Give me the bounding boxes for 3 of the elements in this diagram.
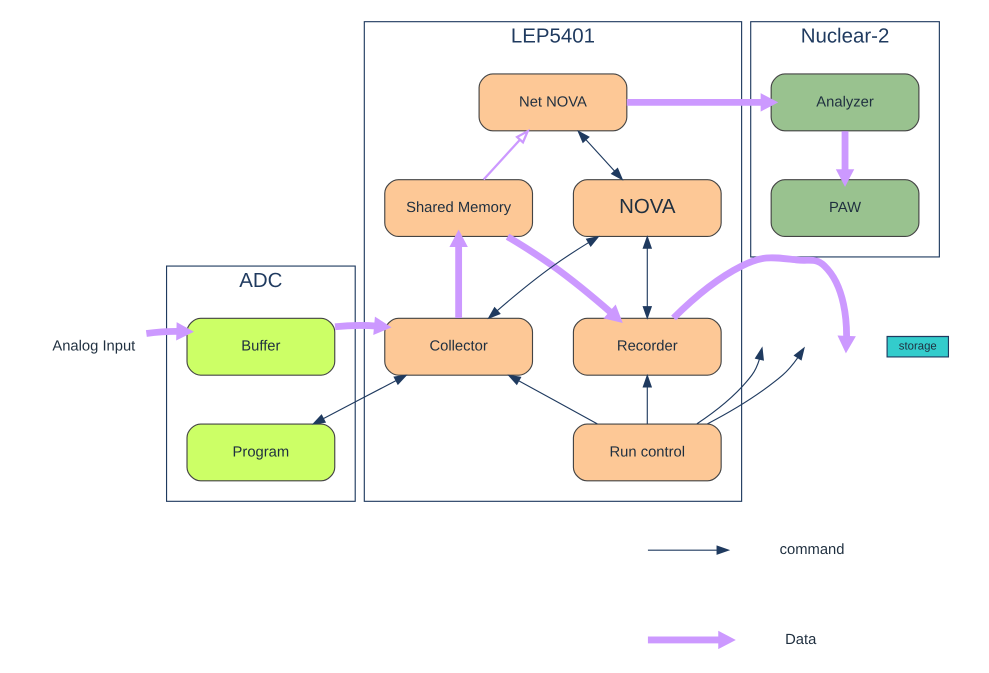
legend-label: Data <box>784 632 816 648</box>
legend-label: command <box>779 542 844 558</box>
node-text: Analog Input <box>52 338 135 355</box>
